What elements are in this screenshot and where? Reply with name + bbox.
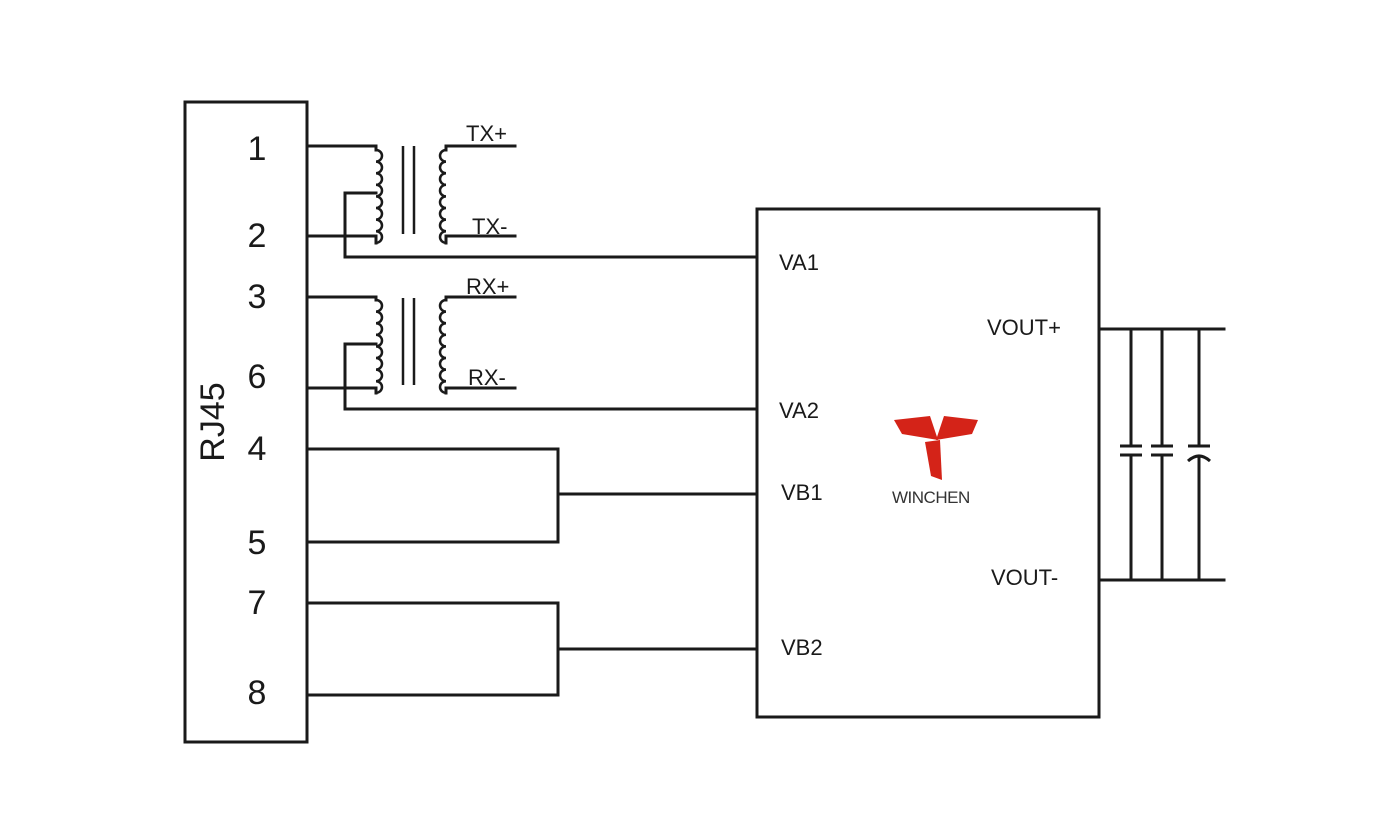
rx-secondary-coil bbox=[438, 298, 447, 395]
pins-7-8-pair-wire bbox=[305, 601, 560, 697]
pin-3-label: 3 bbox=[248, 278, 267, 316]
rx-transformer: RX+ RX- bbox=[305, 274, 759, 411]
output-filter bbox=[1097, 327, 1226, 582]
pin-1-wire bbox=[305, 144, 378, 152]
rj45-label: RJ45 bbox=[194, 382, 232, 461]
va1-center-tap-wire bbox=[343, 191, 759, 259]
rx-minus-wire bbox=[444, 386, 517, 395]
va2-center-tap-wire bbox=[343, 342, 759, 411]
pins-4-5-pair-wire bbox=[305, 447, 560, 544]
pin-3-wire bbox=[305, 295, 378, 302]
winchen-logo: WINCHEN bbox=[892, 416, 978, 507]
logo-left-petal bbox=[894, 416, 938, 440]
pin-4-label: 4 bbox=[248, 430, 267, 468]
rx-plus-wire bbox=[444, 295, 517, 302]
tx-primary-coil bbox=[375, 148, 384, 245]
capacitor-2 bbox=[1151, 327, 1173, 582]
vout-plus-label: VOUT+ bbox=[987, 315, 1061, 340]
tx-transformer: TX+ TX- bbox=[305, 121, 759, 259]
pin-5-label: 5 bbox=[248, 524, 267, 562]
brand-label: WINCHEN bbox=[892, 488, 970, 507]
pin-7-label: 7 bbox=[248, 584, 267, 622]
pin-6-wire bbox=[305, 386, 378, 395]
va2-label: VA2 bbox=[779, 398, 819, 423]
logo-stem-petal bbox=[925, 440, 942, 480]
tx-plus-wire bbox=[444, 144, 517, 152]
logo-right-petal bbox=[936, 416, 978, 440]
va1-label: VA1 bbox=[779, 250, 819, 275]
electrolytic-capacitor bbox=[1186, 327, 1212, 582]
tx-plus-label: TX+ bbox=[466, 121, 507, 146]
rx-primary-coil bbox=[375, 298, 384, 395]
tx-minus-wire bbox=[444, 234, 517, 245]
vb2-label: VB2 bbox=[781, 635, 823, 660]
vout-minus-label: VOUT- bbox=[991, 565, 1058, 590]
poe-module-body bbox=[755, 207, 1101, 719]
rx-plus-label: RX+ bbox=[466, 274, 509, 299]
vb1-label: VB1 bbox=[781, 480, 823, 505]
pin-2-label: 2 bbox=[248, 217, 267, 255]
rj45-connector-body bbox=[183, 100, 309, 744]
pin-2-wire bbox=[305, 234, 378, 245]
pin-6-label: 6 bbox=[248, 358, 267, 396]
pin-8-label: 8 bbox=[248, 674, 267, 712]
rx-minus-label: RX- bbox=[468, 365, 506, 390]
pin-1-label: 1 bbox=[248, 130, 267, 168]
tx-secondary-coil bbox=[438, 148, 447, 245]
capacitor-1 bbox=[1120, 327, 1142, 582]
tx-minus-label: TX- bbox=[472, 214, 507, 239]
